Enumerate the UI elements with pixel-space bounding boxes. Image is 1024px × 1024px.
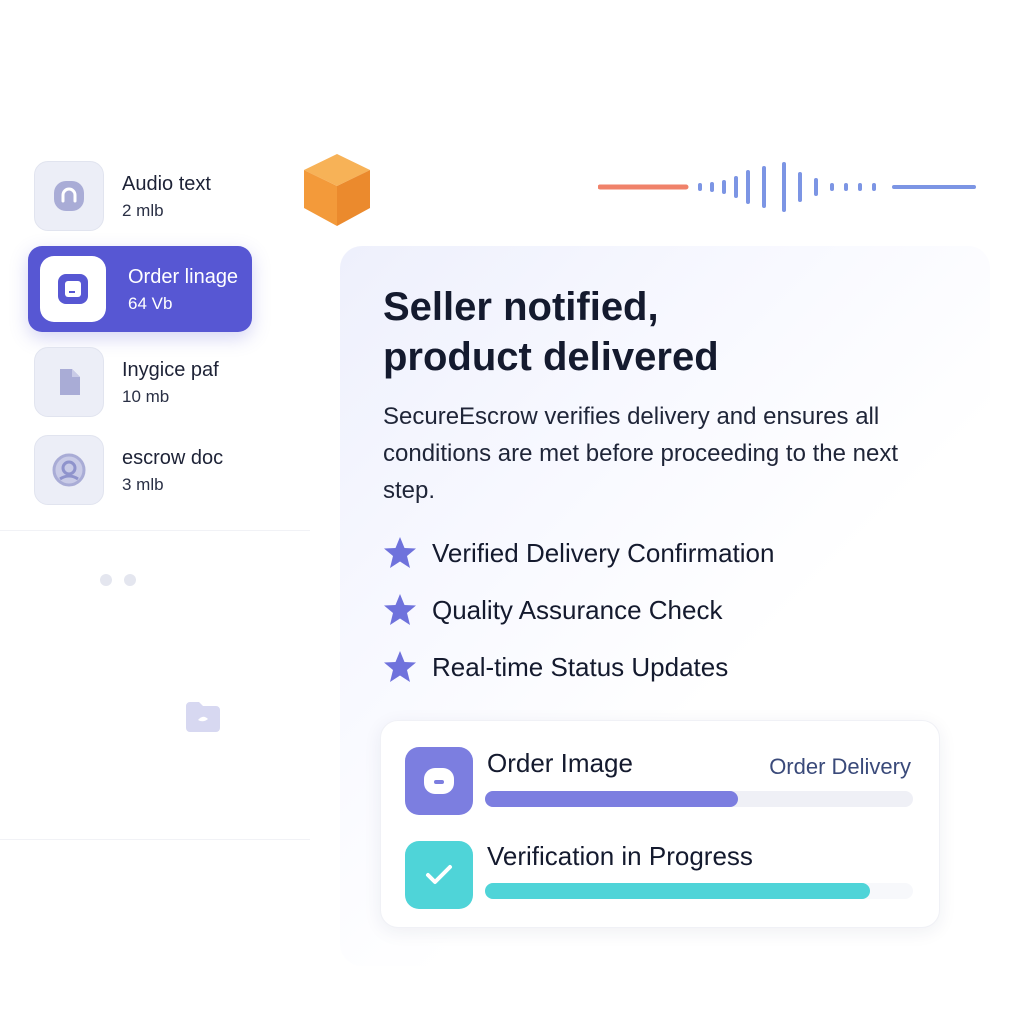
order-progress-bar <box>485 791 913 807</box>
pagination-dots <box>100 574 136 586</box>
star-icon <box>384 594 416 625</box>
description-text: SecureEscrow verifies delivery and ensur… <box>383 403 898 504</box>
dot <box>124 574 136 586</box>
file-item-order-image[interactable]: Order linage 64 Vb <box>28 246 252 332</box>
file-name: Audio text <box>122 173 211 195</box>
folder-icon <box>184 700 222 739</box>
verification-progress-fill <box>485 883 871 899</box>
file-name: Order linage <box>128 266 239 288</box>
document-file-icon <box>34 347 104 417</box>
order-delivery-status: Order Delivery <box>769 754 911 779</box>
feature-label: Real-time Status Updates <box>432 651 729 682</box>
file-item-audio[interactable]: Audio text 2 mlb <box>28 158 252 234</box>
file-item-escrow-doc[interactable]: escrow doc 3 mlb <box>28 432 252 508</box>
file-size: 10 mb <box>122 387 170 406</box>
feature-label: Quality Assurance Check <box>432 594 723 625</box>
feature-item: Real-time Status Updates <box>382 648 774 686</box>
background-panel <box>0 530 310 840</box>
order-image-title: Order Image <box>487 748 633 778</box>
audio-file-icon <box>34 161 104 231</box>
file-size: 2 mlb <box>122 201 164 220</box>
feature-label: Verified Delivery Confirmation <box>432 537 775 568</box>
audio-waveform-icon <box>598 162 976 212</box>
globe-file-icon <box>34 435 104 505</box>
dot <box>100 574 112 586</box>
verification-progress-bar <box>485 883 913 899</box>
page-title: Seller notified, product delivered <box>383 285 719 379</box>
file-size: 64 Vb <box>128 294 173 313</box>
file-name: escrow doc <box>122 447 224 469</box>
feature-item: Verified Delivery Confirmation <box>382 534 774 572</box>
order-image-icon <box>405 747 473 815</box>
feature-list: Verified Delivery Confirmation Quality A… <box>382 534 774 705</box>
file-name: Inygice paf <box>122 359 219 381</box>
order-progress-fill <box>485 791 738 807</box>
image-file-icon <box>40 256 106 322</box>
cube-icon <box>300 150 374 235</box>
file-size: 3 mlb <box>122 475 164 494</box>
star-icon <box>384 537 416 568</box>
star-icon <box>384 651 416 682</box>
feature-item: Quality Assurance Check <box>382 591 774 629</box>
file-list: Audio text 2 mlb Order linage 64 Vb Inyg… <box>28 158 252 520</box>
progress-card: Order Image Order Delivery Verification … <box>380 720 940 928</box>
checkmark-icon <box>405 841 473 909</box>
verification-title: Verification in Progress <box>487 841 753 871</box>
file-item-invoice[interactable]: Inygice paf 10 mb <box>28 344 252 420</box>
